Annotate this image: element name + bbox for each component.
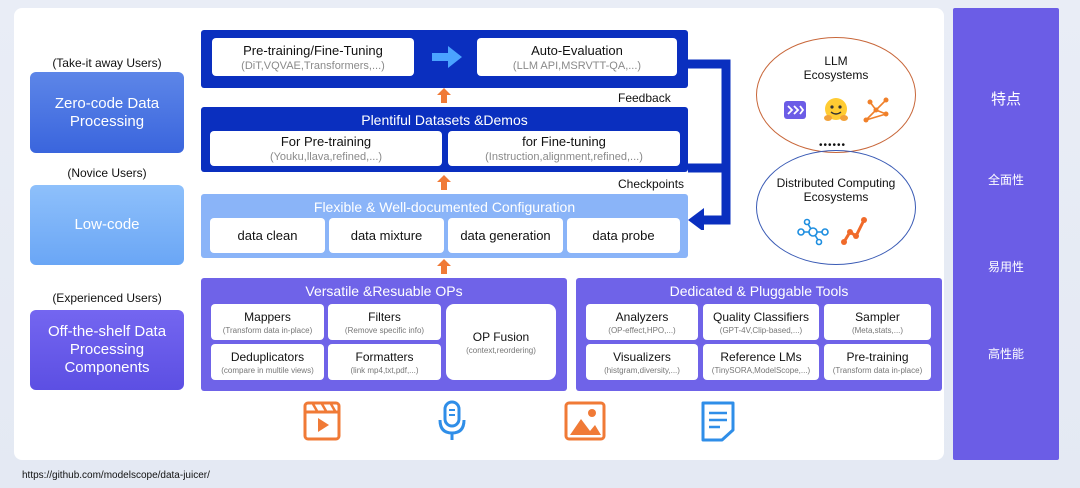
feedback-label: Feedback	[618, 91, 671, 105]
modelscope-icon	[783, 99, 807, 121]
for-pretraining-sub: (Youku,llava,refined,...)	[269, 151, 383, 163]
auto-evaluation-sub: (LLM API,MSRVTT-QA,...)	[512, 59, 642, 72]
config-item: data generation	[448, 218, 563, 253]
checkpoints-label: Checkpoints	[618, 177, 685, 191]
config-item-label: data clean	[237, 228, 298, 243]
take-away-users-label: (Take-it away Users)	[52, 56, 162, 70]
config-item: data mixture	[329, 218, 444, 253]
op-item: Deduplicators (compare in multile views)	[211, 344, 324, 380]
llm-ecosystem-text: LLM Ecosystems	[803, 54, 869, 82]
for-finetuning-title: for Fine-tuning	[522, 134, 606, 149]
tool-item: Visualizers (histgram,diversity,...)	[586, 344, 698, 380]
dask-icon	[838, 216, 870, 246]
op-fusion-title: OP Fusion	[472, 329, 530, 344]
ray-icon	[797, 218, 829, 246]
tool-sub: (Meta,stats,...)	[851, 325, 904, 335]
tool-sub: (Transform data in-place)	[832, 365, 923, 375]
distributed-ecosystem-label: Distributed Computing Ecosystems	[766, 176, 906, 204]
low-code-box: Low-code	[30, 185, 184, 265]
up-arrow-icon	[437, 175, 451, 190]
off-shelf-box: Off-the-shelf Data Processing Components	[30, 310, 184, 390]
feature-item: 易用性	[987, 260, 1024, 274]
tool-title: Pre-training	[846, 349, 909, 364]
op-sub: (Transform data in-place)	[222, 325, 313, 335]
op-title: Mappers	[244, 309, 291, 324]
pretrain-finetune-box: Pre-training/Fine-Tuning (DiT,VQVAE,Tran…	[212, 38, 414, 76]
tool-item: Analyzers (OP-effect,HPO,...)	[586, 304, 698, 340]
tool-item: Sampler (Meta,stats,...)	[824, 304, 931, 340]
for-pretraining-box: For Pre-training (Youku,llava,refined,..…	[210, 131, 442, 166]
tool-title: Quality Classifiers	[712, 309, 810, 324]
op-sub: (link mp4,txt,pdf,...)	[350, 365, 419, 375]
distributed-ecosystem-text: Distributed Computing Ecosystems	[776, 176, 896, 204]
op-sub: (compare in multile views)	[221, 365, 314, 375]
tool-item: Pre-training (Transform data in-place)	[824, 344, 931, 380]
feature-item: 全面性	[987, 173, 1024, 187]
novice-users-label: (Novice Users)	[67, 166, 147, 180]
experienced-users-label: (Experienced Users)	[52, 291, 162, 305]
feedback-loop-arrow	[688, 58, 736, 232]
op-item: Filters (Remove specific info)	[328, 304, 441, 340]
right-arrow-icon	[432, 46, 462, 68]
for-finetuning-box: for Fine-tuning (Instruction,alignment,r…	[448, 131, 680, 166]
config-header: Flexible & Well-documented Configuration	[313, 199, 576, 215]
config-item-label: data generation	[460, 228, 551, 243]
op-fusion-box: OP Fusion (context,reordering)	[446, 304, 556, 380]
llm-ecosystem-label: LLM Ecosystems	[766, 54, 906, 82]
document-icon	[700, 400, 736, 442]
tool-title: Reference LMs	[720, 349, 802, 364]
for-finetuning-sub: (Instruction,alignment,refined,...)	[485, 151, 643, 163]
zero-code-label: Zero-code Data Processing	[54, 94, 160, 130]
datasets-header: Plentiful Datasets &Demos	[361, 112, 528, 128]
op-item: Mappers (Transform data in-place)	[211, 304, 324, 340]
features-title: 特点	[990, 91, 1021, 108]
config-item: data probe	[567, 218, 680, 253]
up-arrow-icon	[437, 88, 451, 103]
image-icon	[564, 401, 606, 441]
ops-header: Versatile &Resuable OPs	[305, 283, 463, 299]
auto-evaluation-title: Auto-Evaluation	[531, 42, 623, 58]
pretrain-finetune-title: Pre-training/Fine-Tuning	[243, 42, 383, 58]
config-item-label: data mixture	[350, 228, 423, 243]
tool-sub: (histgram,diversity,...)	[604, 365, 680, 375]
low-code-label: Low-code	[74, 216, 140, 233]
tool-item: Reference LMs (TinySORA,ModelScope,...)	[703, 344, 819, 380]
tool-title: Analyzers	[615, 309, 669, 324]
ellipsis-dots: ••••••	[819, 140, 847, 151]
zero-code-box: Zero-code Data Processing	[30, 72, 184, 153]
distributed-ecosystem-circle	[756, 150, 916, 265]
video-icon	[302, 400, 342, 442]
tool-sub: (OP-effect,HPO,...)	[608, 325, 676, 335]
source-url: https://github.com/modelscope/data-juice…	[22, 470, 210, 481]
audio-icon	[436, 400, 468, 442]
tool-item: Quality Classifiers (GPT-4V,Clip-based,.…	[703, 304, 819, 340]
op-title: Filters	[368, 309, 401, 324]
features-sidebar	[953, 8, 1059, 460]
feature-item: 高性能	[987, 347, 1024, 361]
op-fusion-sub: (context,reordering)	[466, 345, 536, 355]
op-title: Formatters	[355, 349, 414, 364]
auto-evaluation-box: Auto-Evaluation (LLM API,MSRVTT-QA,...)	[477, 38, 677, 76]
for-pretraining-title: For Pre-training	[280, 134, 372, 149]
op-sub: (Remove specific info)	[344, 325, 425, 335]
tool-sub: (GPT-4V,Clip-based,...)	[719, 325, 803, 335]
huggingface-icon	[822, 96, 850, 124]
network-graph-icon	[862, 96, 890, 124]
op-item: Formatters (link mp4,txt,pdf,...)	[328, 344, 441, 380]
tools-header: Dedicated & Pluggable Tools	[669, 283, 849, 299]
config-item: data clean	[210, 218, 325, 253]
tool-title: Visualizers	[613, 349, 671, 364]
up-arrow-icon	[437, 259, 451, 274]
op-title: Deduplicators	[230, 349, 305, 364]
pretrain-finetune-sub: (DiT,VQVAE,Transformers,...)	[241, 59, 385, 72]
tool-title: Sampler	[855, 309, 900, 324]
config-item-label: data probe	[592, 228, 655, 243]
tool-sub: (TinySORA,ModelScope,...)	[711, 365, 811, 375]
off-shelf-label: Off-the-shelf Data Processing Components	[47, 323, 167, 376]
